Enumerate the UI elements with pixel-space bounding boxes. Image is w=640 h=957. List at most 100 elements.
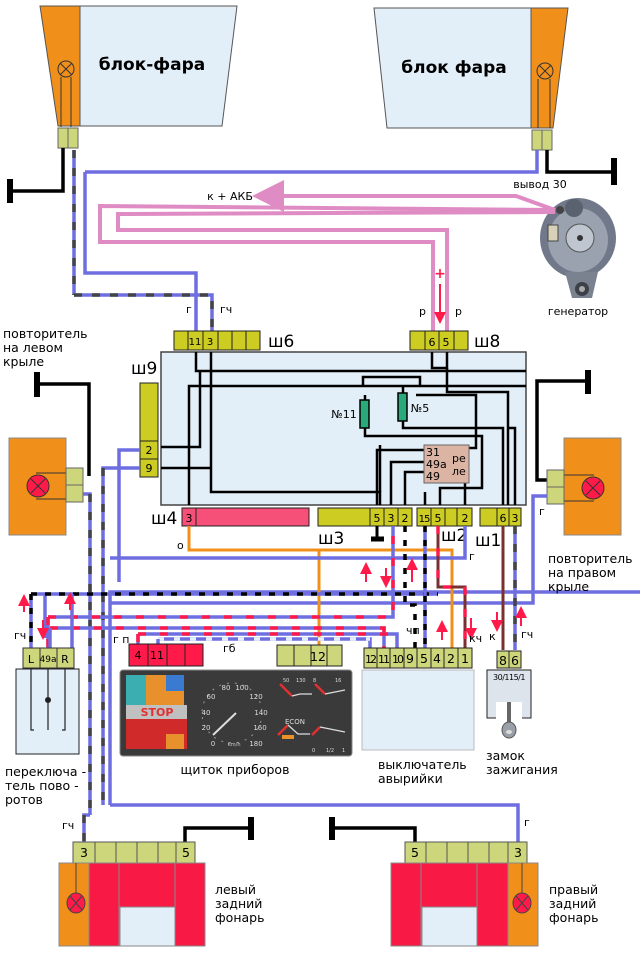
svg-text:31: 31 — [426, 446, 440, 459]
svg-text:2: 2 — [146, 444, 153, 457]
wire-label-g: г — [186, 303, 192, 316]
generator-terminal-label: вывод 30 — [513, 178, 566, 191]
fuse-label: №5 — [411, 402, 429, 415]
svg-text:5: 5 — [420, 651, 428, 666]
generator — [540, 198, 616, 298]
svg-text:40: 40 — [202, 709, 211, 717]
ignition-switch: 8 6 30/115/1 — [486, 650, 532, 739]
svg-text:130: 130 — [296, 678, 306, 684]
svg-text:11: 11 — [150, 649, 164, 662]
svg-text:на левом: на левом — [3, 340, 63, 355]
wire-g — [85, 150, 539, 174]
speedometer-needle — [212, 712, 237, 736]
svg-text:5: 5 — [435, 512, 442, 525]
right-rear-lamp-label: правый — [549, 882, 598, 897]
wire-kch — [436, 526, 467, 650]
ground-wire — [332, 826, 417, 842]
svg-text:зажигания: зажигания — [486, 762, 558, 777]
connector-sh1: 6 3 ш1 — [475, 507, 522, 551]
svg-text:8: 8 — [313, 678, 316, 684]
svg-text:3: 3 — [80, 845, 88, 860]
plus-sign: + — [434, 266, 446, 282]
svg-text:8: 8 — [499, 653, 507, 668]
key-icon — [501, 702, 517, 739]
turn-signal-switch: L 49a R — [15, 647, 80, 755]
svg-text:ле: ле — [452, 465, 466, 478]
left-repeater — [8, 437, 84, 536]
svg-text:5: 5 — [374, 512, 381, 525]
svg-text:крыле: крыле — [3, 354, 44, 369]
svg-text:12: 12 — [310, 649, 326, 664]
svg-text:R: R — [61, 653, 69, 666]
svg-text:3: 3 — [514, 845, 522, 860]
right-repeater-label: повторитель — [548, 551, 633, 566]
wire-label-gb: гб — [223, 642, 236, 655]
svg-text:20: 20 — [202, 724, 211, 732]
svg-text:9: 9 — [406, 651, 414, 666]
wire-label-g: г — [469, 550, 475, 563]
svg-text:крыле: крыле — [548, 579, 589, 594]
turn-switch-label: переключа - — [5, 764, 86, 779]
wire-g — [110, 803, 520, 843]
cluster-connector: 4 11 — [128, 643, 204, 667]
svg-text:49a: 49a — [426, 458, 447, 471]
wire-label-chp: чп — [406, 624, 420, 637]
svg-text:6: 6 — [500, 512, 507, 525]
svg-text:тель пово -: тель пово - — [5, 778, 79, 793]
wire-label-gch: гч — [521, 628, 533, 641]
left-rear-lamp: 3 5 — [58, 841, 206, 947]
svg-text:3: 3 — [512, 512, 519, 525]
svg-text:1: 1 — [342, 748, 345, 754]
svg-text:3: 3 — [207, 337, 213, 348]
wire-label-k: к — [489, 630, 496, 643]
ground-wire — [545, 150, 614, 174]
instrument-cluster-label: щиток приборов — [181, 762, 290, 777]
left-headlight-label: блок-фара — [99, 55, 206, 75]
wire-label-kch: кч — [469, 632, 482, 645]
right-headlight: блок фара — [373, 7, 569, 151]
lamp-bulb-icon — [536, 62, 554, 128]
connector-pin — [531, 129, 543, 151]
svg-text:11: 11 — [378, 653, 389, 666]
wire-label-g: г — [524, 816, 530, 829]
svg-text:на правом: на правом — [548, 565, 616, 580]
wire-label-o: о — [177, 539, 184, 552]
wire-g — [110, 494, 547, 605]
lamp-bulb-icon — [57, 60, 75, 127]
svg-text:авырийки: авырийки — [378, 771, 443, 786]
connector-pin — [67, 127, 79, 149]
fuse-11 — [359, 399, 370, 429]
svg-text:ротов: ротов — [5, 792, 43, 807]
ground-wire — [535, 379, 588, 482]
connector-label: ш6 — [268, 332, 294, 352]
turn-relay: 31 49a 49 ре ле — [423, 444, 470, 484]
svg-text:5: 5 — [443, 336, 450, 349]
ground-wire — [37, 382, 91, 476]
wire-chp — [403, 526, 417, 650]
svg-text:9: 9 — [146, 462, 153, 475]
left-rear-lamp-label: левый — [215, 882, 256, 897]
svg-text:12: 12 — [365, 653, 376, 666]
svg-text:4: 4 — [135, 649, 142, 662]
svg-text:30/115/1: 30/115/1 — [493, 673, 525, 682]
svg-text:180: 180 — [249, 740, 262, 748]
connector-label: ш3 — [318, 529, 344, 549]
wire-label-gch: гч — [62, 819, 74, 832]
hazard-switch: 12 11 10 9 5 4 2 1 — [361, 647, 475, 751]
svg-text:2: 2 — [447, 651, 455, 666]
svg-text:L: L — [28, 653, 35, 666]
left-headlight: блок-фара — [39, 5, 238, 149]
wire-g — [110, 526, 467, 560]
svg-text:140: 140 — [254, 709, 267, 717]
connector-label: ш2 — [441, 526, 467, 546]
svg-text:ре: ре — [452, 452, 466, 465]
right-headlight-label: блок фара — [401, 58, 506, 78]
connector-sh2: 15 5 2 ш2 — [416, 507, 473, 546]
wire-g — [83, 172, 198, 331]
svg-text:6: 6 — [511, 653, 519, 668]
ground-wire — [10, 148, 65, 193]
svg-text:100: 100 — [235, 684, 248, 692]
connector-label: ш8 — [474, 332, 500, 352]
connector-sh3: 5 3 2 ш3 — [317, 507, 413, 549]
svg-text:2: 2 — [462, 512, 469, 525]
